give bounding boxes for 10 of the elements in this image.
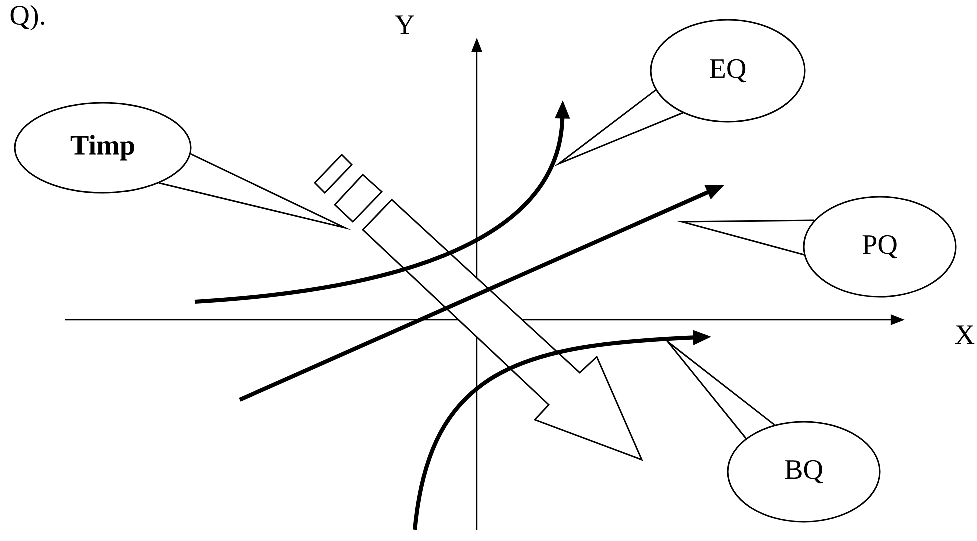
callout-bubble: Timp [14, 102, 192, 194]
axis-label: Y [395, 16, 414, 34]
callout-bubble: EQ [650, 19, 806, 123]
callout-tail [159, 153, 352, 230]
axis-label: Q). [10, 5, 44, 31]
callout-bubble: PQ [803, 196, 957, 298]
callout-tail [554, 90, 684, 167]
axis-label: X [955, 326, 975, 344]
callout-bubble: BQ [727, 421, 881, 523]
callout-tail [676, 220, 815, 256]
